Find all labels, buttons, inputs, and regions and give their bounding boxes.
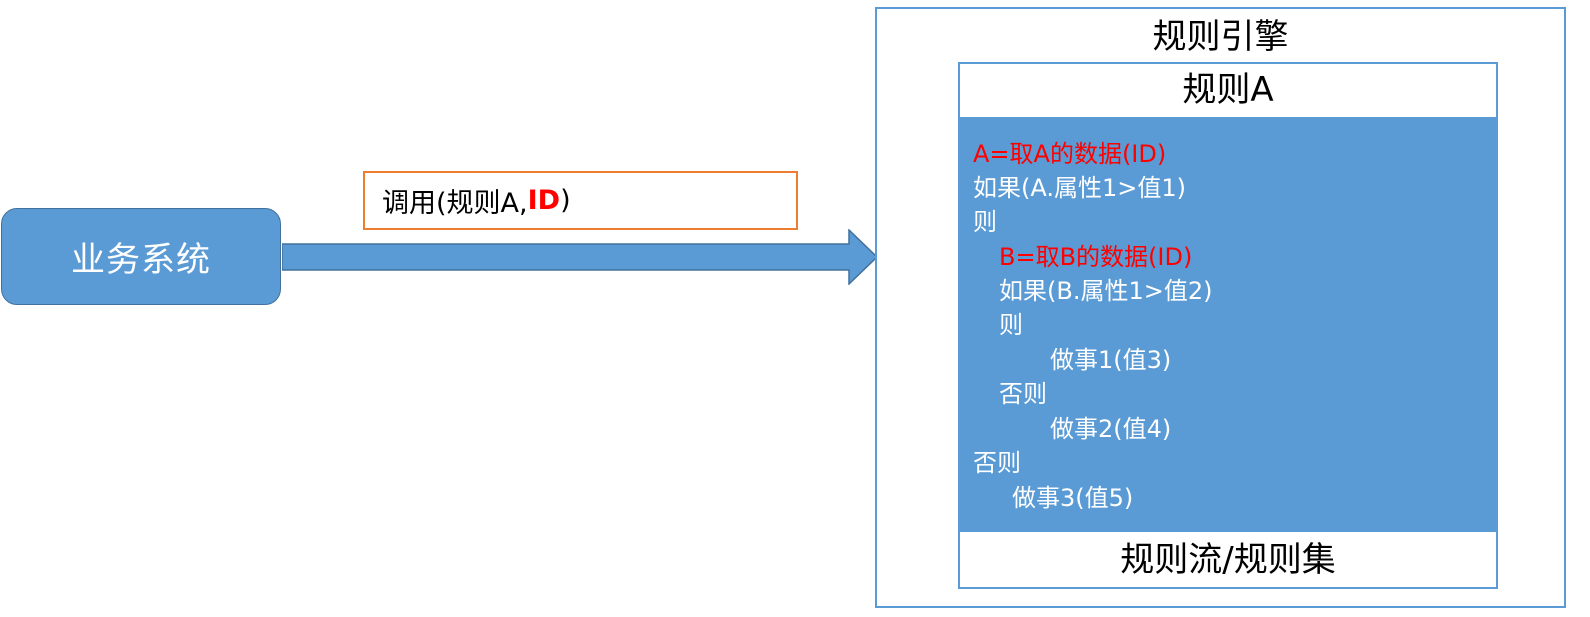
rule-a-body: A=取A的数据(ID) 如果(A.属性1>值1) 则 B=取B的数据(ID) 如… <box>958 117 1498 532</box>
rule-line-11: 做事3(值5) <box>1012 484 1134 512</box>
rule-line-1: A=取A的数据(ID) <box>973 140 1167 168</box>
call-arrow <box>282 229 878 285</box>
rule-a-title: 规则A <box>1182 70 1274 110</box>
rule-line-3: 则 <box>973 208 997 236</box>
rule-engine-title: 规则引擎 <box>1152 17 1289 57</box>
call-label-box: 调用(规则A,ID) <box>363 171 798 230</box>
rule-line-5: 如果(B.属性1>值2) <box>999 277 1213 305</box>
rule-line-7: 做事1(值3) <box>1050 346 1172 374</box>
rule-line-8: 否则 <box>999 380 1047 408</box>
rule-line-6: 则 <box>999 311 1023 339</box>
rule-flow-label: 规则流/规则集 <box>1120 540 1336 580</box>
call-label-prefix: 调用(规则A, <box>382 188 528 219</box>
rule-line-4: B=取B的数据(ID) <box>999 243 1193 271</box>
call-label-suffix: ) <box>560 185 571 216</box>
business-system-label: 业务系统 <box>71 240 211 280</box>
business-system-box: 业务系统 <box>1 208 281 305</box>
rule-line-10: 否则 <box>973 449 1021 477</box>
rule-line-2: 如果(A.属性1>值1) <box>973 174 1186 202</box>
rule-line-9: 做事2(值4) <box>1050 415 1172 443</box>
call-label-id: ID <box>527 185 561 216</box>
